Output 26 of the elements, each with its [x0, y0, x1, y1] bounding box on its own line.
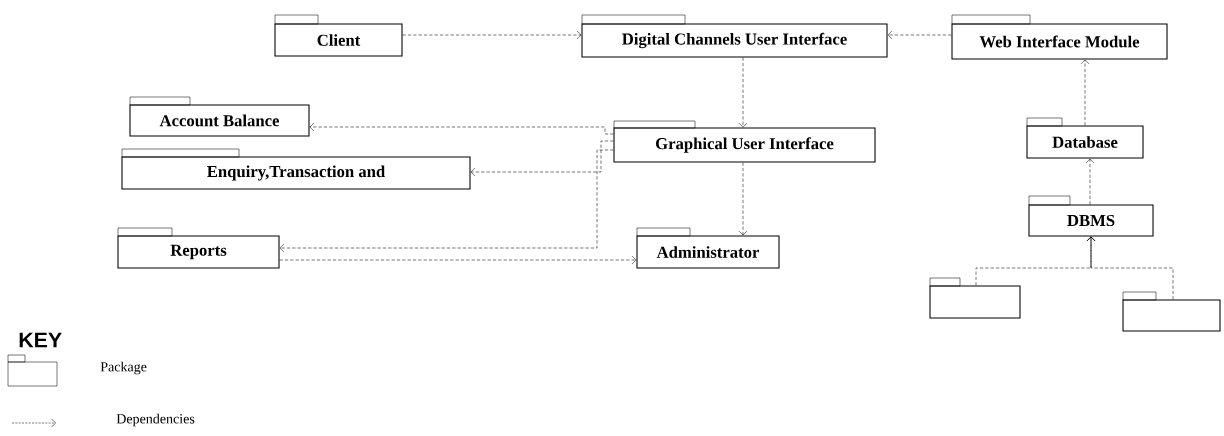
- dependency-arrow: [1085, 158, 1095, 205]
- arrow-trunk: [1086, 236, 1096, 269]
- key-heading: KEY: [19, 332, 62, 348]
- dependency-arrow: [279, 149, 614, 253]
- dependency-arrow: [738, 162, 748, 236]
- dependency-arrow: [402, 30, 582, 40]
- dependency-arrow: [887, 30, 952, 40]
- package-box: Database: [1026, 117, 1144, 159]
- package-box: Graphical User Interface: [613, 120, 876, 163]
- dependency-arrow: [279, 255, 637, 265]
- package-box: [1122, 291, 1221, 332]
- package-box: Reports: [117, 227, 280, 269]
- package-box: Web Interface Module: [951, 14, 1168, 60]
- dependency-arrow: [1080, 59, 1090, 126]
- package-box: Client: [274, 14, 403, 57]
- package-box: Digital Channels User Interface: [581, 14, 888, 58]
- package-box: [929, 277, 1021, 319]
- package-box: Account Balance: [129, 96, 310, 137]
- legend-text: Package: [100, 361, 147, 375]
- package-box: DBMS: [1028, 195, 1154, 237]
- dependency-arrow: [309, 122, 614, 135]
- package-box: Administrator: [636, 227, 780, 269]
- dependency-arrow: [738, 57, 748, 128]
- legend-text: Dependencies: [116, 413, 195, 427]
- package-box: Enquiry,Transaction and: [121, 148, 471, 190]
- dependency-arrow: [470, 140, 614, 177]
